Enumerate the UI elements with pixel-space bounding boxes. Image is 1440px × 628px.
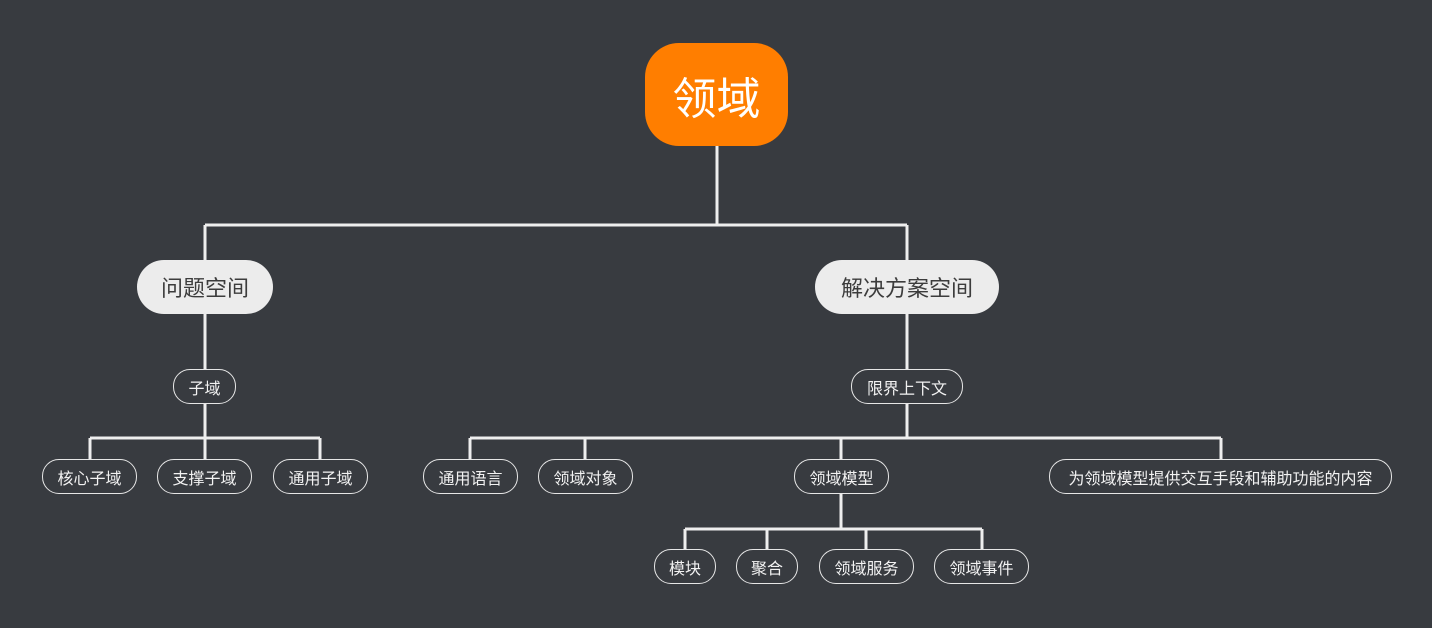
node-supporting-subdomain[interactable]: 支撑子域 — [157, 459, 252, 494]
node-domain-objects[interactable]: 领域对象 — [538, 459, 633, 494]
node-domain-model[interactable]: 领域模型 — [794, 459, 889, 494]
root-node-domain[interactable]: 领域 — [645, 43, 788, 146]
node-problem-space[interactable]: 问题空间 — [137, 260, 273, 314]
node-module[interactable]: 模块 — [654, 549, 716, 584]
node-generic-subdomain[interactable]: 通用子域 — [273, 459, 368, 494]
node-aggregate[interactable]: 聚合 — [736, 549, 798, 584]
node-domain-event[interactable]: 领域事件 — [934, 549, 1029, 584]
node-subdomain[interactable]: 子域 — [173, 369, 236, 404]
node-domain-service[interactable]: 领域服务 — [819, 549, 914, 584]
node-supporting-content[interactable]: 为领域模型提供交互手段和辅助功能的内容 — [1049, 459, 1392, 494]
node-solution-space[interactable]: 解决方案空间 — [815, 260, 999, 314]
node-ubiquitous-language[interactable]: 通用语言 — [423, 459, 518, 494]
node-core-subdomain[interactable]: 核心子域 — [42, 459, 137, 494]
node-bounded-context[interactable]: 限界上下文 — [851, 369, 963, 404]
